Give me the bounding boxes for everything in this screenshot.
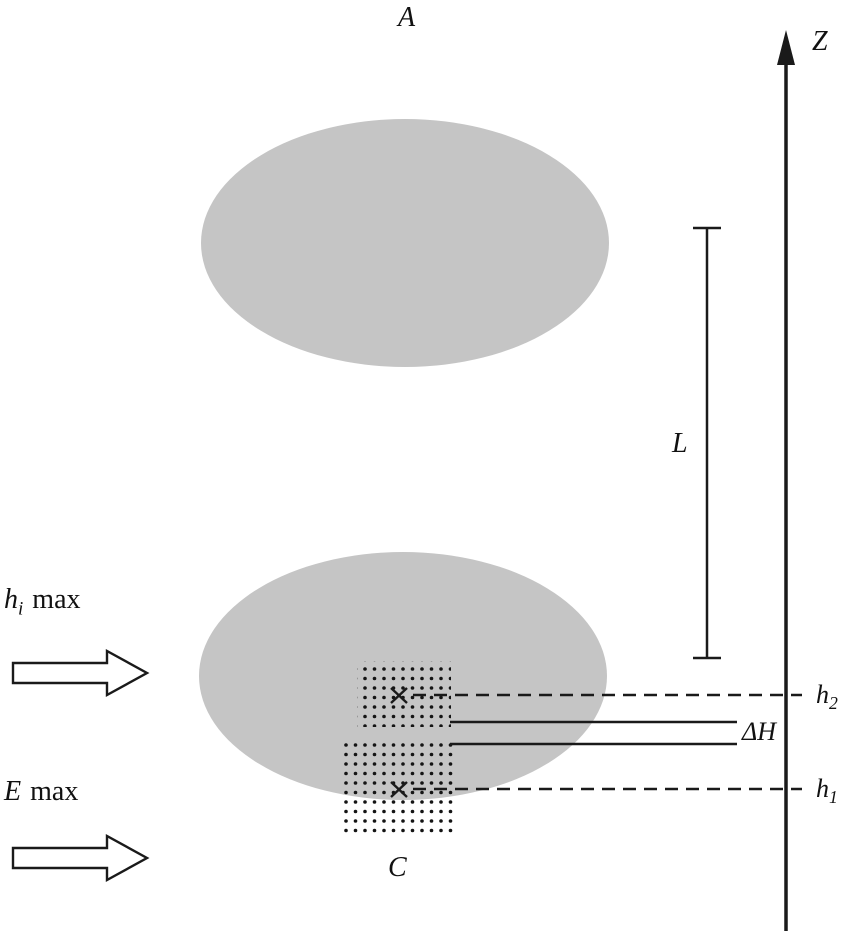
h2-base: h (816, 680, 829, 709)
label-h1: h1 (816, 774, 838, 807)
e-max-base: E (4, 776, 22, 807)
length-bracket (693, 226, 721, 660)
hi-max-rest: max (32, 584, 81, 615)
hi-max-sub: i (18, 598, 24, 620)
h1-sub: 1 (829, 787, 838, 808)
label-length-l: L (672, 428, 688, 459)
label-point-a: A (398, 2, 416, 33)
hi-max-base: h (4, 584, 18, 615)
label-h2: h2 (816, 680, 838, 713)
cloud-a-ellipse (201, 119, 609, 367)
e-max-rest: max (30, 776, 79, 807)
lower-cross-mark (390, 781, 408, 798)
z-axis-arrowhead (777, 30, 795, 65)
wind-arrow-lower (11, 833, 150, 883)
wind-arrow-upper (11, 648, 150, 698)
label-point-c: C (388, 852, 407, 883)
label-delta-h: ΔH (742, 717, 777, 746)
label-axis-z: Z (812, 26, 828, 57)
h1-base: h (816, 774, 829, 803)
h2-sub: 2 (829, 693, 838, 714)
upper-cross-mark (390, 687, 408, 704)
